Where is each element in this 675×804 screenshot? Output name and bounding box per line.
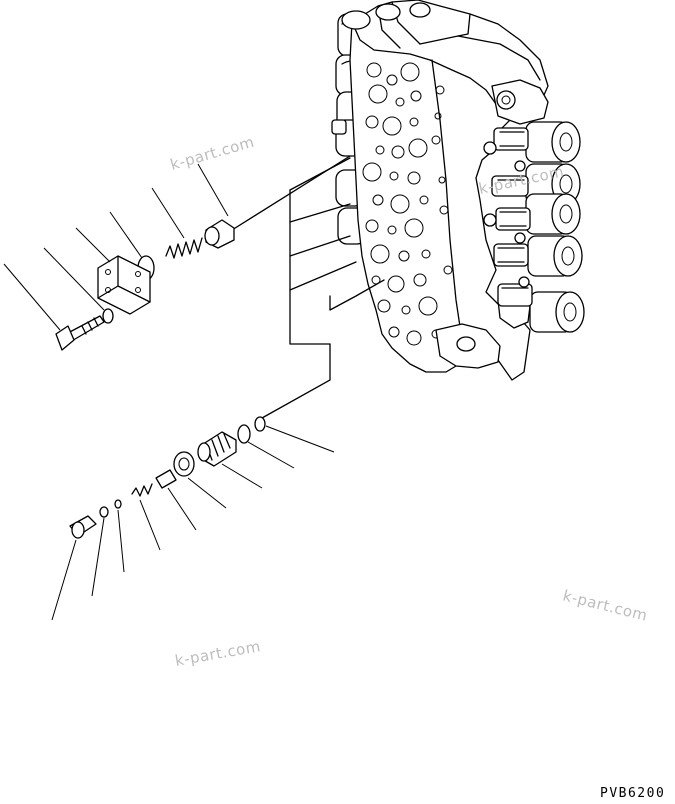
- valve-top-bosses: [341, 2, 431, 30]
- leader-line: [3, 263, 61, 331]
- washer: [99, 506, 109, 518]
- leader-line: [139, 499, 161, 551]
- upper-relief-valve-group: [3, 155, 385, 351]
- o-ring: [254, 416, 266, 432]
- leader-line: [247, 441, 295, 469]
- leader-line: [51, 539, 77, 621]
- watermark: k-part.com: [174, 637, 262, 670]
- leader-line: [221, 463, 263, 489]
- watermark: k-part.com: [168, 133, 256, 174]
- seat: [114, 499, 122, 509]
- valve-sleeve: [204, 219, 235, 249]
- leader-line: [109, 211, 143, 259]
- piston: [155, 469, 177, 489]
- lock-nut: [173, 451, 195, 477]
- leader-line: [43, 247, 105, 311]
- leader-line: [167, 487, 197, 531]
- washer: [102, 308, 114, 324]
- watermark: k-part.com: [561, 586, 649, 624]
- valve-side-plug: [331, 119, 347, 135]
- backup-ring: [237, 424, 251, 444]
- leader-line: [265, 425, 335, 453]
- leader-line: [197, 163, 229, 217]
- leader-line: [91, 517, 105, 597]
- spring: [131, 483, 153, 497]
- bolt: [55, 315, 105, 351]
- lower-relief-valve-group: [51, 343, 335, 621]
- solenoid-valves: [483, 79, 585, 333]
- leader-line: [151, 187, 185, 239]
- drawing-code: PVB6200: [600, 786, 665, 801]
- threaded-sleeve: [197, 431, 237, 467]
- leader-line: [75, 227, 111, 263]
- plug: [69, 515, 97, 539]
- spring: [165, 237, 203, 259]
- control-valve-assembly: [331, 0, 585, 381]
- leader-line: [187, 477, 227, 509]
- leader-line: [117, 509, 125, 573]
- cover-plate: [97, 255, 151, 315]
